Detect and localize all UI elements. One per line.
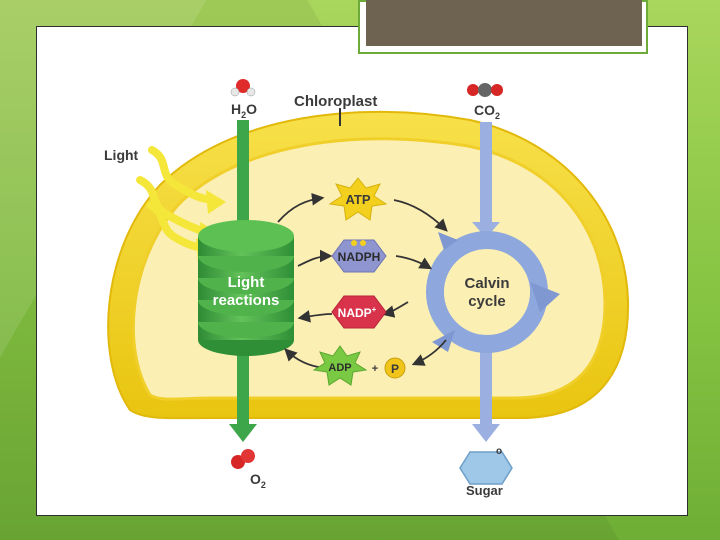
calvin-cycle [426,231,560,353]
sugar-molecule-icon [459,451,513,485]
water-subscript: 2 [241,110,246,120]
atp-label: ATP [345,192,370,207]
co2-subscript: 2 [495,111,500,121]
phosphate-label: P [391,362,399,376]
nadp-text: NADP [338,306,372,320]
water-h: H [231,101,241,117]
water-label: H2O [231,101,257,120]
oxygen-o: O [250,471,261,487]
oxygen-label: O2 [250,471,266,490]
sugar-oxygen-label: o [496,446,502,457]
water-o: O [246,101,257,117]
nadp-plus-label: NADP+ [338,305,377,320]
chloroplast-label: Chloroplast [294,93,377,110]
cycle-arrows [277,193,448,369]
plus-sign: + [372,363,378,375]
adp-icon [312,345,368,386]
oxygen-molecule-icon [231,449,255,469]
calvin-label-line2: cycle [468,293,506,310]
nadph-label: NADPH [338,250,381,264]
sugar-label: Sugar [466,483,503,498]
nadp-superscript: + [372,305,377,314]
adp-label: ADP [328,362,351,374]
atp-icon [328,177,388,221]
co2-label: CO2 [474,102,500,121]
calvin-label-line1: Calvin [464,275,509,292]
title-placeholder [366,0,642,46]
co2-c: CO [474,102,495,118]
light-reactions-label-line1: Light [228,274,265,291]
co2-molecule-icon [467,83,503,97]
oxygen-subscript: 2 [261,480,266,490]
light-label: Light [104,147,139,163]
thylakoid-stack [198,220,294,356]
nadp-plus-icon [331,295,387,329]
phosphate-icon [384,357,406,379]
nadph-icon [331,239,387,273]
light-reactions-label-line2: reactions [213,292,280,309]
water-molecule-icon [230,79,256,97]
